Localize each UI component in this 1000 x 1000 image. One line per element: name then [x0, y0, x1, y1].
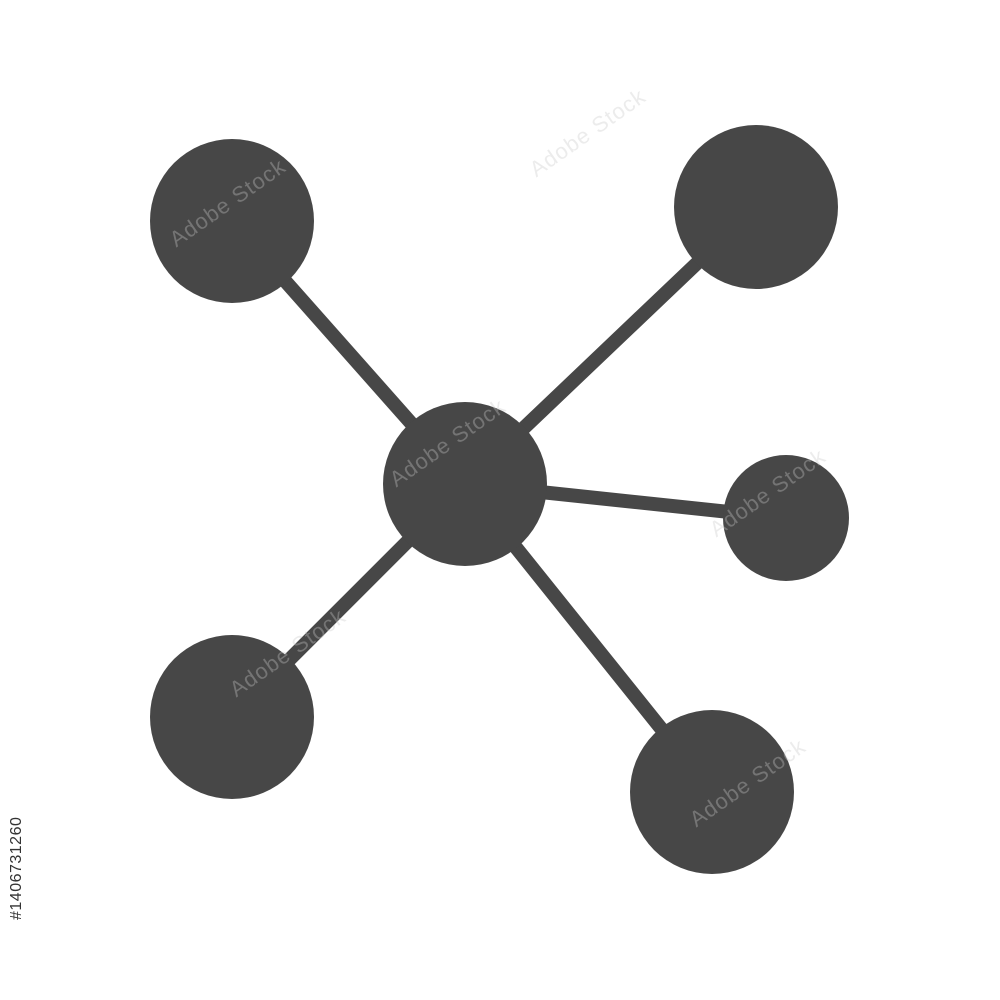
- stock-id-label: #1406731260: [8, 816, 25, 920]
- node-top-left: [150, 139, 314, 303]
- node-bottom-left: [150, 635, 314, 799]
- node-bottom-right: [630, 710, 794, 874]
- node-top-right: [674, 125, 838, 289]
- node-right: [723, 455, 849, 581]
- nodes: [150, 125, 849, 874]
- center-node: [383, 402, 547, 566]
